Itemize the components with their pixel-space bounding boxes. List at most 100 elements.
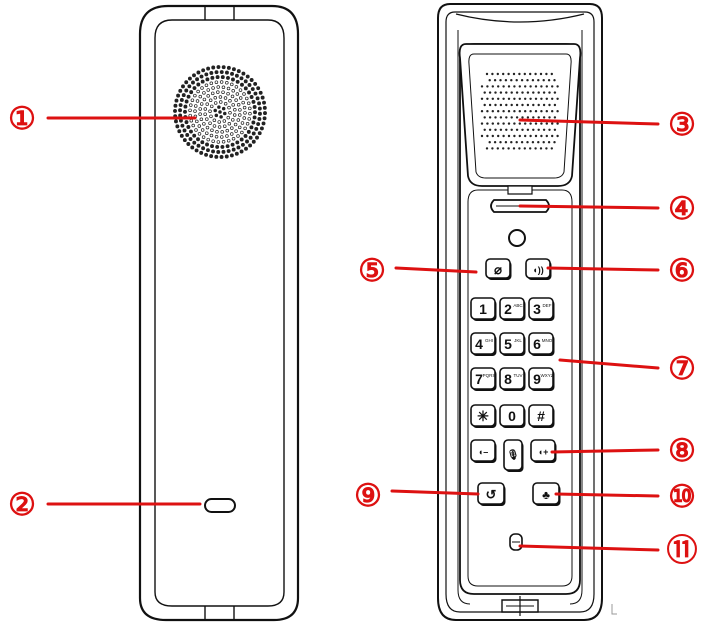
- speaker-hole: [209, 70, 214, 75]
- speaker-hole: [214, 113, 219, 118]
- indicator-light: [508, 229, 526, 247]
- speaker-hole: [526, 91, 530, 94]
- speaker-hole: [216, 90, 220, 94]
- speaker-hole: [206, 88, 210, 92]
- speaker-hole: [488, 116, 492, 119]
- speaker-hole: [556, 110, 559, 113]
- speaker-hole: [211, 65, 216, 70]
- service-key[interactable]: ♣: [532, 482, 561, 506]
- speaker-hole: [235, 140, 240, 145]
- speaker-hole: [203, 112, 207, 116]
- speaker-hole: [217, 125, 222, 129]
- speaker-hole: [231, 103, 235, 107]
- speaker-hole: [200, 79, 205, 84]
- speaker-hole: [219, 115, 223, 119]
- speaker-hole: [227, 105, 231, 110]
- speaker-hole: [502, 134, 505, 138]
- key-9[interactable]: ✳: [470, 404, 497, 428]
- speaker-hole: [486, 85, 489, 88]
- speaker-hole: [499, 79, 502, 82]
- speaker-hole: [258, 90, 263, 95]
- speaker-hole: [231, 89, 235, 93]
- speaker-hole: [502, 72, 505, 76]
- front-body-inner-edge: [154, 19, 285, 607]
- volume-down-icon: ◖–: [478, 447, 488, 457]
- speaker-hole: [222, 119, 227, 123]
- speaker-hole: [174, 119, 178, 124]
- speaker-hole: [193, 93, 197, 98]
- speaker-hole: [545, 97, 548, 101]
- speaker-hole: [491, 134, 494, 138]
- key-letters: TUV: [514, 373, 523, 378]
- speaker-hole: [213, 96, 218, 100]
- speaker-hole: [178, 108, 182, 113]
- volume-up-key[interactable]: ◖+: [530, 439, 557, 463]
- speaker-hole: [526, 116, 530, 119]
- speaker-hole: [191, 123, 195, 128]
- speaker-hole: [551, 134, 554, 138]
- speaker-hole: [191, 80, 195, 85]
- speaker-hole: [251, 131, 256, 136]
- speaker-hole: [483, 91, 486, 94]
- speaker-hole: [539, 147, 543, 150]
- mute-key[interactable]: 🎙: [503, 439, 524, 472]
- key-11[interactable]: #: [528, 404, 555, 428]
- speaker-hole: [195, 99, 200, 103]
- speaker-hole: [247, 117, 251, 121]
- speaker-hole: [507, 134, 511, 138]
- mute-microphone-icon: 🎙: [507, 449, 520, 461]
- speaker-hole: [529, 147, 532, 150]
- service-bell-icon: ♣: [542, 488, 550, 502]
- speaker-hole: [226, 91, 230, 96]
- speaker-hole: [553, 116, 557, 119]
- speaker-hole: [524, 110, 527, 113]
- redial-key[interactable]: ↺: [477, 482, 506, 506]
- speaker-hole: [510, 103, 513, 107]
- key-0[interactable]: 1: [470, 297, 497, 321]
- speaker-hole: [226, 115, 231, 120]
- speaker-hole: [209, 154, 214, 159]
- callout-5: ⑤: [358, 253, 478, 288]
- volume-up-icon: ◖+: [538, 447, 549, 457]
- volume-down-key[interactable]: ◖–: [470, 439, 497, 463]
- speaker-hole: [199, 74, 204, 79]
- speaker-hole: [230, 94, 235, 99]
- speaker-hole: [174, 98, 179, 103]
- speaker-hole: [537, 116, 540, 119]
- speaker-hole: [201, 146, 206, 151]
- speaker-hole: [246, 129, 251, 134]
- speaker-hole: [480, 97, 484, 101]
- speaker-hole: [488, 103, 492, 107]
- speaker-hole: [216, 65, 221, 69]
- speaker-hole: [529, 97, 532, 101]
- speaker-hole: [233, 108, 237, 112]
- speaker-hole: [233, 122, 238, 127]
- speaker-key[interactable]: ◖)): [525, 258, 552, 280]
- speaker-hole: [243, 111, 247, 115]
- key-letters: DEF: [543, 303, 552, 308]
- speaker-hole: [230, 126, 234, 130]
- speaker-hole: [230, 71, 234, 76]
- cradle-top-band: [455, 13, 585, 23]
- speaker-hole: [209, 81, 214, 86]
- speaker-hole: [231, 118, 235, 122]
- callout-8: ⑧: [550, 433, 696, 468]
- speaker-hole: [190, 145, 195, 150]
- speaker-hole: [507, 97, 511, 101]
- hook-key[interactable]: ⌀: [485, 258, 512, 280]
- front-body-outline: [138, 4, 300, 622]
- speaker-hole: [493, 141, 497, 144]
- speaker-hole: [486, 122, 489, 125]
- key-10[interactable]: 0: [499, 404, 526, 428]
- speaker-hole: [521, 128, 524, 131]
- speaker-hole: [513, 97, 516, 101]
